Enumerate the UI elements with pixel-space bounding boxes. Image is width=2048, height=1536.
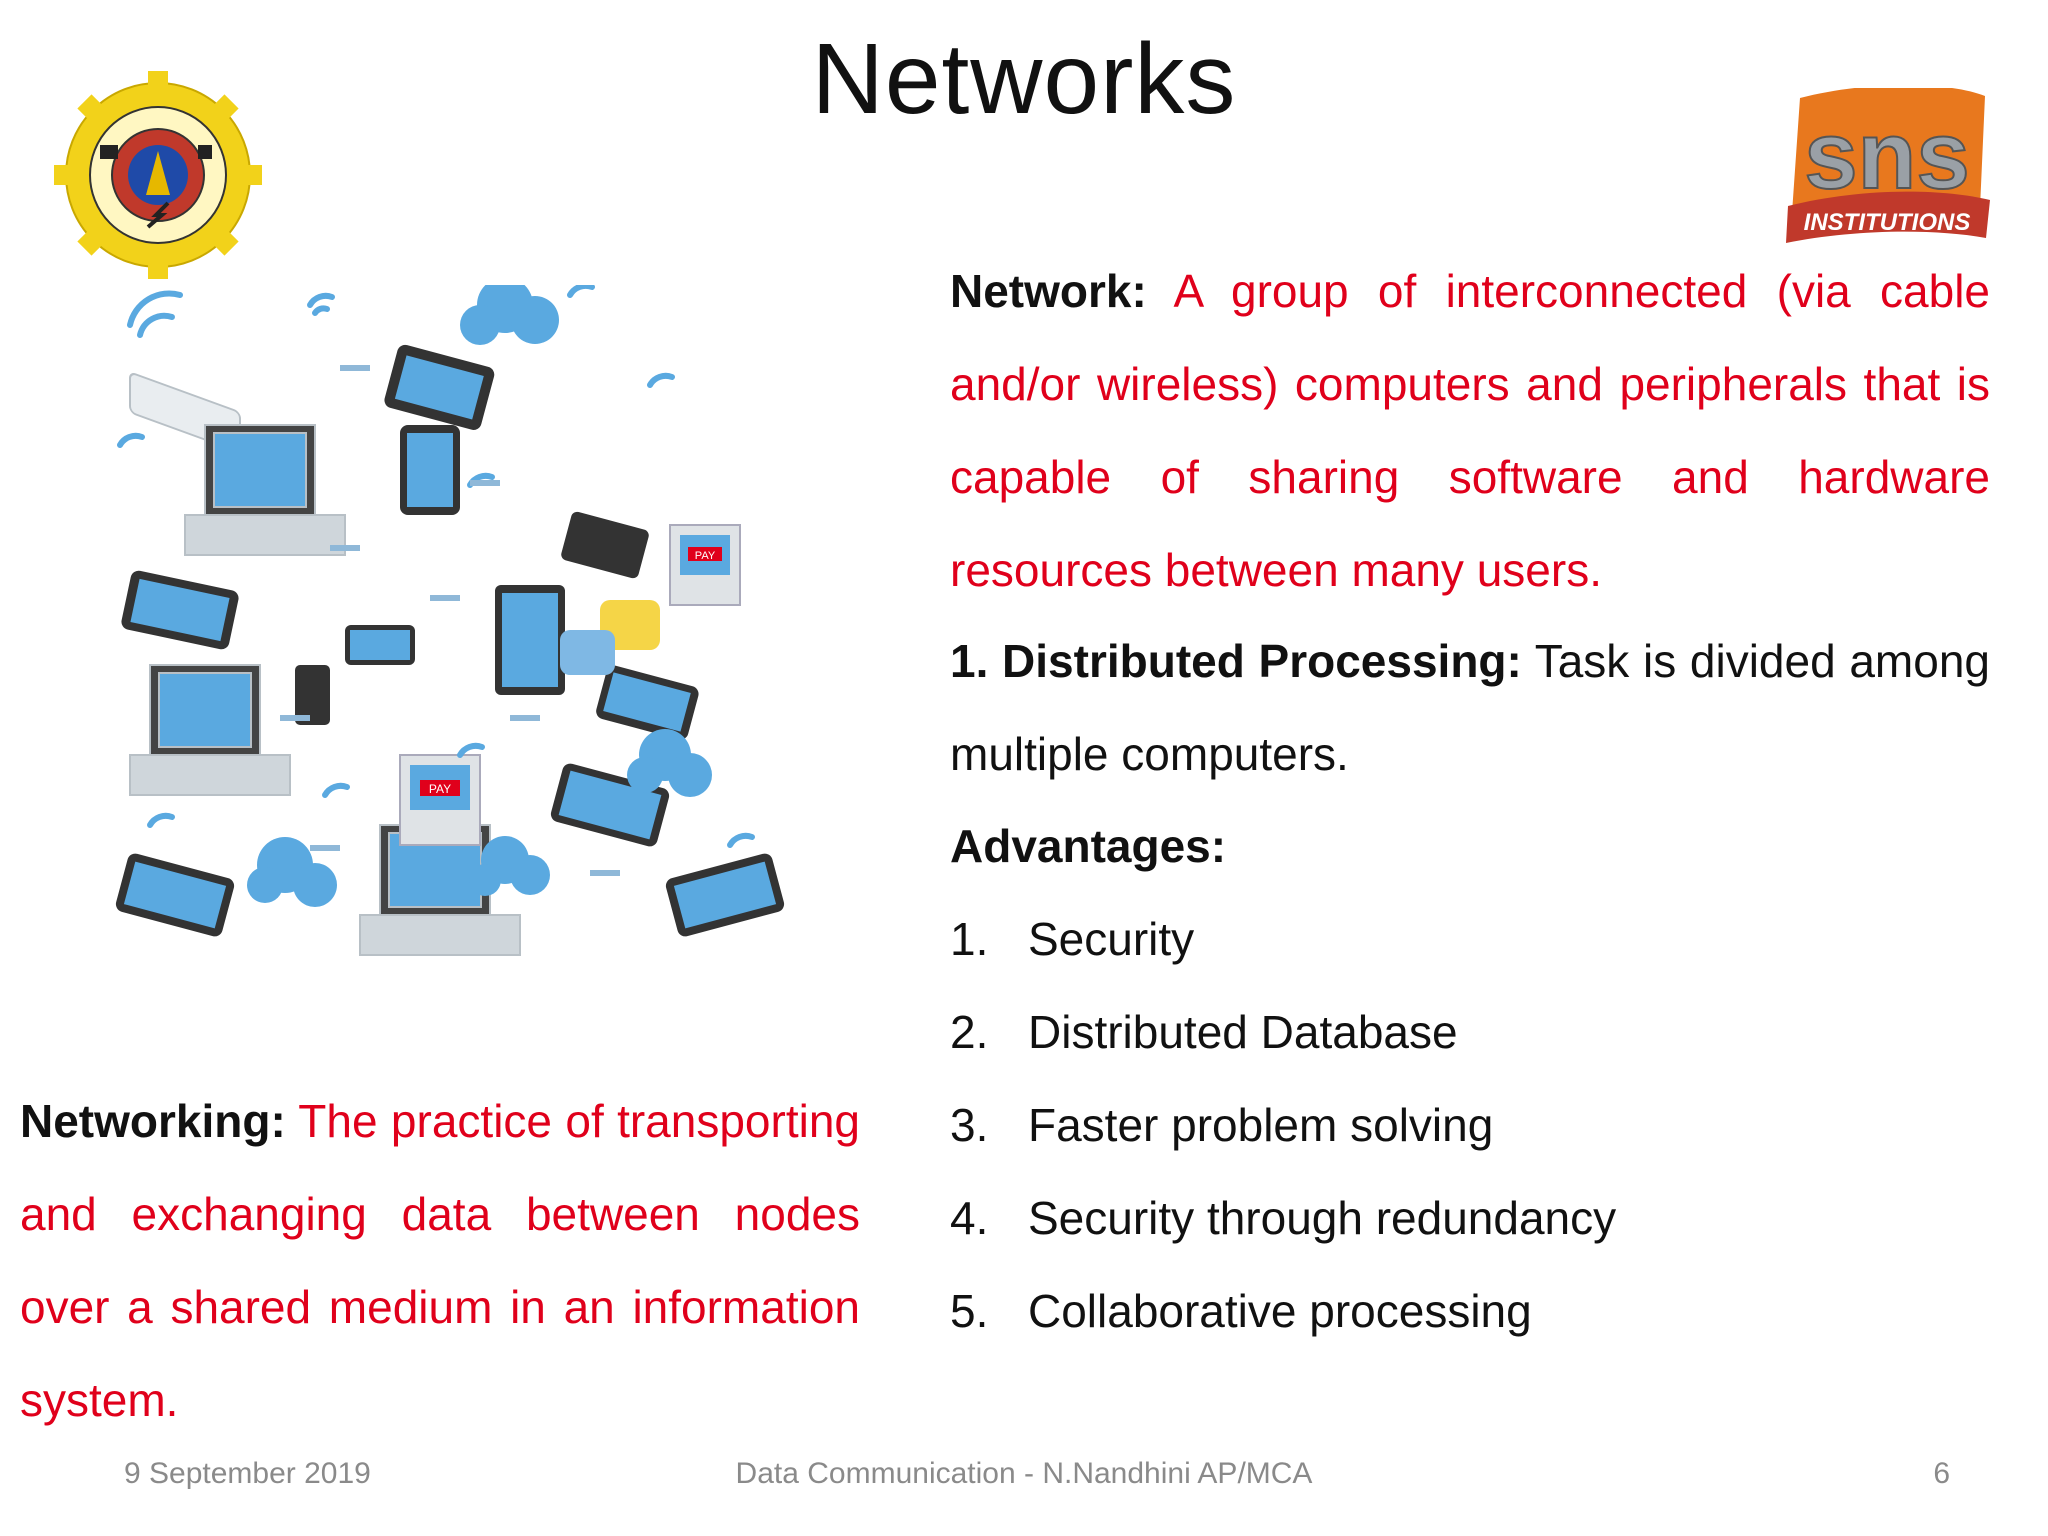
sns-logo-subtitle: INSTITUTIONS xyxy=(1804,209,1971,236)
list-item-label: Distributed Database xyxy=(1028,1006,1458,1058)
payment-terminal-icon: PAY xyxy=(669,524,741,606)
list-item: 4. Security through redundancy xyxy=(950,1172,1616,1265)
distributed-processing-label: 1. Distributed Processing: xyxy=(950,635,1522,687)
list-item: 1. Security xyxy=(950,893,1616,986)
footer-course: Data Communication - N.Nandhini AP/MCA xyxy=(735,1457,1313,1490)
list-item-label: Security xyxy=(1028,913,1195,965)
list-item-number: 1. xyxy=(950,913,989,965)
pay-label: PAY xyxy=(695,550,716,562)
laptop-icon xyxy=(129,664,291,796)
laptop-icon xyxy=(184,424,346,556)
advantages-list: 1. Security 2. Distributed Database 3. Fast… xyxy=(950,893,1616,1358)
list-item: 2. Distributed Database xyxy=(950,986,1616,1079)
list-item-number: 4. xyxy=(950,1192,989,1244)
chat-bubble-icon xyxy=(560,630,615,675)
sns-logo-mark: sns xyxy=(1804,102,1969,209)
network-definition: Network: A group of interconnected (via … xyxy=(950,245,1990,617)
sns-institutions-logo: sns INSTITUTIONS xyxy=(1786,88,1990,243)
chat-bubble-icon xyxy=(600,600,660,650)
payment-terminal-icon: PAY xyxy=(399,754,481,846)
pay-label: PAY xyxy=(429,782,451,796)
college-seal-logo xyxy=(54,71,262,279)
network-devices-illustration: PAY PAY xyxy=(115,285,785,956)
footer-page-number: 6 xyxy=(1933,1457,1950,1490)
cloud-icon xyxy=(247,285,712,907)
networking-definition: Networking: The practice of transporting… xyxy=(20,1075,860,1447)
networking-definition-label: Networking: xyxy=(20,1095,286,1147)
advantages-heading: Advantages: xyxy=(950,820,1227,872)
list-item-number: 3. xyxy=(950,1099,989,1151)
footer-date: 9 September 2019 xyxy=(124,1457,371,1490)
networking-definition-text: The practice of transporting and exchang… xyxy=(20,1095,860,1426)
list-item-label: Faster problem solving xyxy=(1028,1099,1494,1151)
list-item: 5. Collaborative processing xyxy=(950,1265,1616,1358)
network-definition-label: Network: xyxy=(950,265,1147,317)
distributed-processing: 1. Distributed Processing: Task is divid… xyxy=(950,615,1990,801)
distributed-processing-text: Task is divided among multiple computers… xyxy=(950,635,1991,780)
list-item-number: 2. xyxy=(950,1006,989,1058)
list-item: 3. Faster problem solving xyxy=(950,1079,1616,1172)
network-definition-text: A group of interconnected (via cable and… xyxy=(950,265,1990,596)
list-item-number: 5. xyxy=(950,1285,989,1337)
list-item-label: Collaborative processing xyxy=(1028,1285,1532,1337)
list-item-label: Security through redundancy xyxy=(1028,1192,1617,1244)
slide-title: Networks xyxy=(811,23,1237,135)
